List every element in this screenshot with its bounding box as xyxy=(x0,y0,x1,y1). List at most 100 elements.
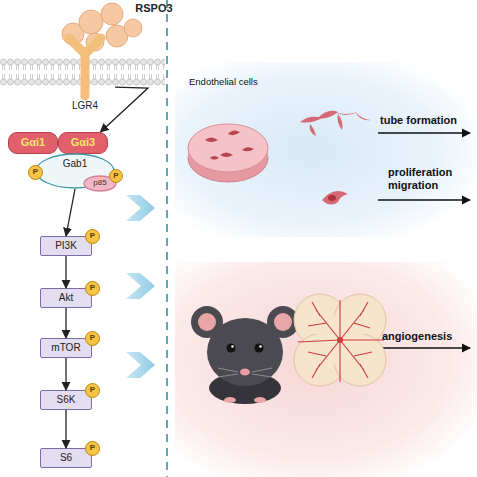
outcome-arrow xyxy=(378,199,470,200)
g-protein-box: Gαi1 xyxy=(8,132,58,154)
node-label: RSPO3 xyxy=(133,3,175,15)
dish-top xyxy=(188,124,268,172)
ligand-sphere xyxy=(124,19,142,37)
mouse-inner-ear xyxy=(198,313,216,331)
node-label: LGR4 xyxy=(55,101,115,112)
node-label: P xyxy=(90,284,95,292)
signal-arrow xyxy=(101,87,149,132)
ligand-cluster: RSPO3 xyxy=(55,0,175,50)
kinase-box: S6P xyxy=(40,448,92,468)
mouse-inner-ear xyxy=(274,313,292,331)
retinal-vessels xyxy=(298,300,384,382)
in-vitro-panel xyxy=(175,62,477,237)
eye-glint xyxy=(259,345,262,348)
chevron-arrow xyxy=(126,352,155,378)
subunit-oval: p85 P xyxy=(83,175,117,192)
endothelial-cell xyxy=(355,112,371,120)
badge-circle xyxy=(110,170,123,183)
mouse-eye xyxy=(255,344,264,353)
receptor: LGR4 xyxy=(55,30,115,118)
chevron-arrow xyxy=(126,273,155,299)
outcome-label: tube formation xyxy=(380,114,475,127)
divider-line xyxy=(166,0,168,477)
node-label: Endothelial cells xyxy=(189,77,309,87)
kinase-box: PI3KP xyxy=(40,236,92,256)
outcome-label: angiogenesis xyxy=(382,330,472,343)
node-label: Gαi3 xyxy=(71,137,96,149)
ligand-sphere xyxy=(86,33,104,51)
node-label: P xyxy=(33,168,38,176)
mouse-foot xyxy=(224,397,236,403)
node-label: p85 xyxy=(93,179,106,187)
node-label: mTOR xyxy=(51,343,80,354)
badge-circle xyxy=(86,230,100,244)
endothelial-cell xyxy=(338,114,343,130)
eye-glint xyxy=(231,345,234,348)
badge-circle xyxy=(29,166,43,180)
node-label: Gab1 xyxy=(35,159,115,170)
endothelial-cell xyxy=(310,124,316,136)
node-label: Gαi1 xyxy=(21,137,46,149)
badge-circle xyxy=(86,442,100,456)
endothelial-cell xyxy=(318,111,338,119)
endothelial-cell xyxy=(210,156,219,160)
node-label: P xyxy=(90,386,95,394)
phospho-badge: P xyxy=(85,229,100,244)
endothelial-cell xyxy=(220,153,233,158)
node-label: P xyxy=(113,172,118,180)
phospho-badge: P xyxy=(28,165,43,180)
ligand-sphere xyxy=(79,10,103,34)
ligand-sphere xyxy=(62,23,84,45)
kinase-box: S6KP xyxy=(40,390,92,410)
node-label: S6K xyxy=(57,395,76,406)
ligand-sphere xyxy=(106,25,128,47)
outcome-arrow xyxy=(378,132,470,133)
mouse-illustration xyxy=(191,306,299,404)
outcome-label: proliferation migration xyxy=(388,166,466,191)
mouse-head xyxy=(207,318,283,386)
g-protein-box: Gαi3 xyxy=(58,132,108,154)
phospho-badge: P xyxy=(85,383,100,398)
phospho-badge: P xyxy=(109,169,123,183)
oval-shape xyxy=(84,176,116,191)
signal-arrow xyxy=(65,410,66,448)
mouse-foot xyxy=(254,397,266,403)
endothelial-cell xyxy=(334,112,358,115)
phospho-badge: P xyxy=(85,281,100,296)
migrating-cell xyxy=(322,191,348,204)
endothelial-cell xyxy=(228,130,240,135)
optic-disc xyxy=(337,337,343,343)
cell-membrane xyxy=(0,58,165,86)
phospho-badge: P xyxy=(85,441,100,456)
cell-nucleus xyxy=(328,195,336,201)
node-label: P xyxy=(90,232,95,240)
node-label: PI3K xyxy=(55,241,77,252)
kinase-box: AktP xyxy=(40,288,92,308)
node-label: Akt xyxy=(59,293,73,304)
badge-circle xyxy=(86,384,100,398)
phospho-badge: P xyxy=(85,331,100,346)
tube-cells xyxy=(300,111,371,136)
node-label: P xyxy=(90,334,95,342)
endothelial-cell xyxy=(205,138,218,143)
endothelial-cell xyxy=(322,191,348,204)
oval-shape xyxy=(36,154,114,188)
receptor-shape xyxy=(69,38,101,96)
badge-circle xyxy=(86,282,100,296)
signal-arrow xyxy=(66,189,75,236)
badge-circle xyxy=(86,332,100,346)
culture-dish xyxy=(188,124,268,182)
ligand-sphere xyxy=(101,3,123,25)
signal-arrow xyxy=(65,358,66,390)
cell-panel: Endothelial cells xyxy=(175,65,477,235)
in-vivo-panel xyxy=(175,262,477,477)
adaptor-oval: Gab1Pp85P xyxy=(35,153,115,189)
mouse-whiskers xyxy=(218,368,272,377)
outcome-arrow xyxy=(380,347,470,348)
mouse-eye xyxy=(227,344,236,353)
signal-arrow xyxy=(65,256,66,288)
